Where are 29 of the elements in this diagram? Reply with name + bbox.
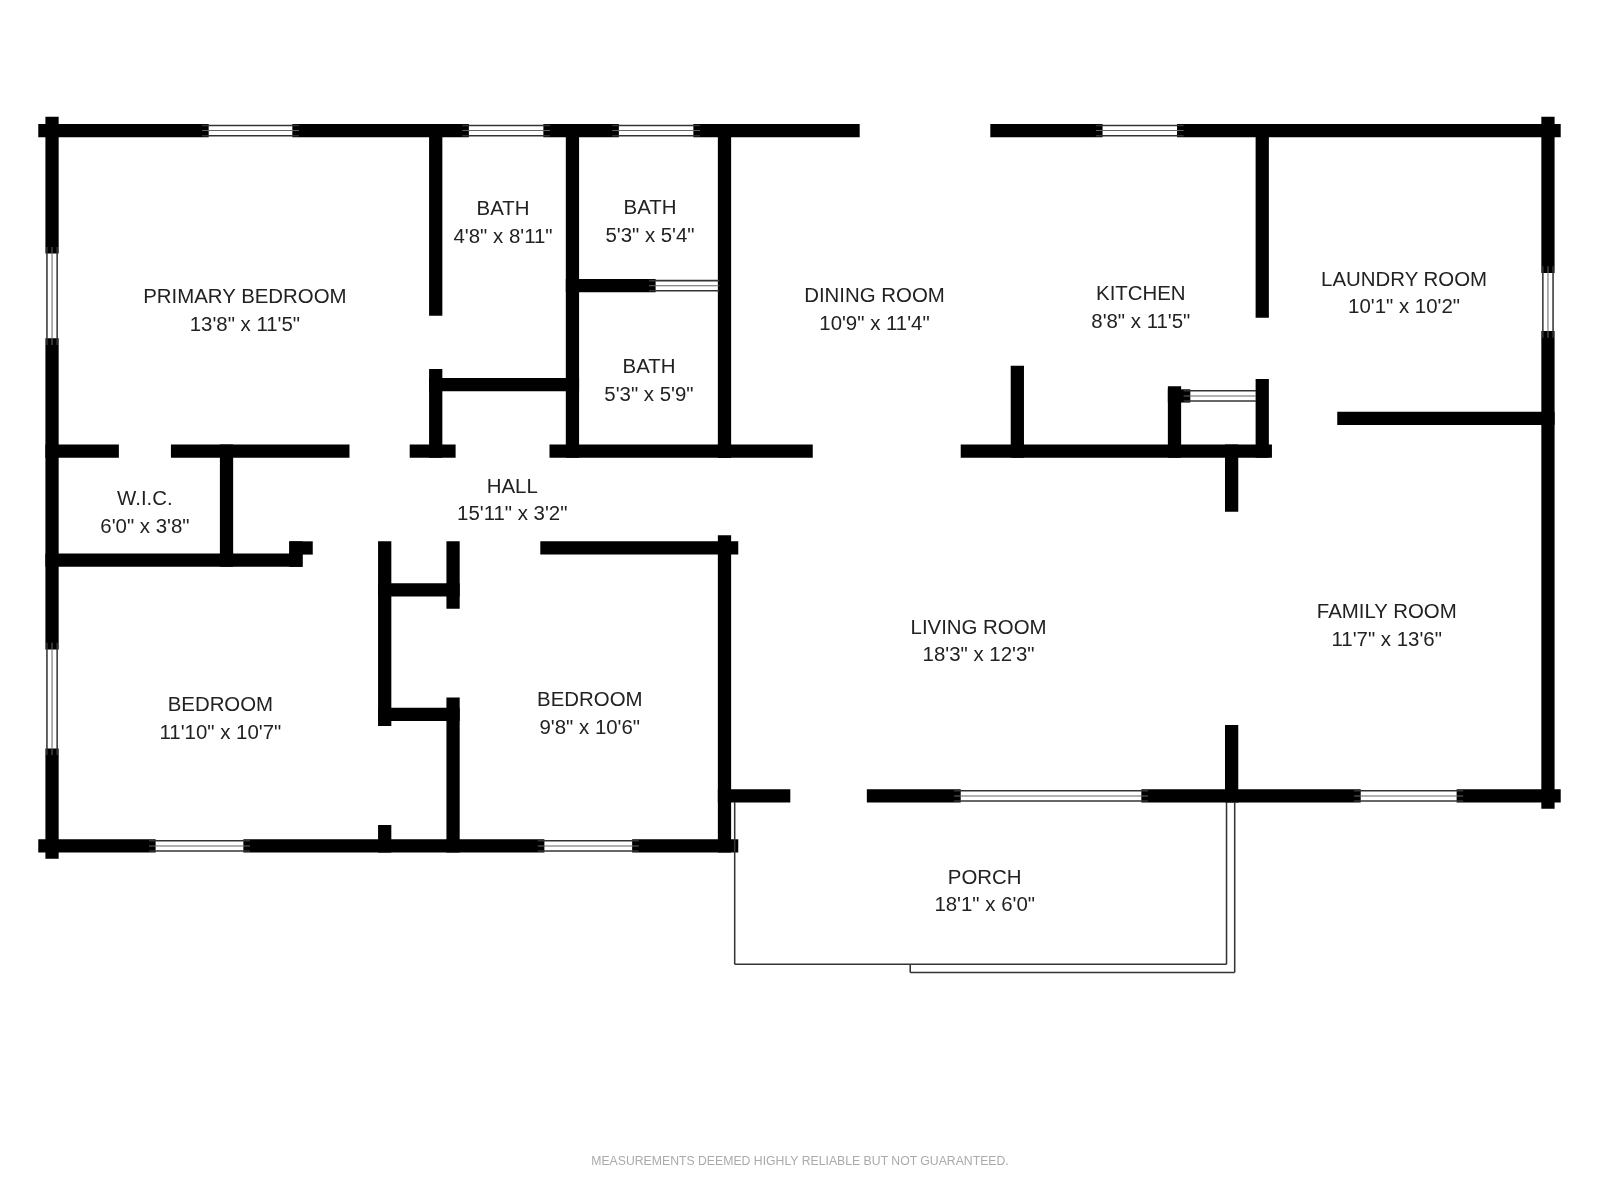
- room-dimensions: 10'9" x 11'4": [818, 310, 931, 336]
- room-name: HALL: [485, 473, 539, 499]
- room-name: BEDROOM: [166, 691, 275, 718]
- room-dimensions: 11'7" x 13'6": [1330, 626, 1443, 652]
- room-name: BATH: [621, 354, 677, 380]
- room-dimensions: 11'10" x 10'7": [159, 719, 282, 745]
- room-name: LAUNDRY ROOM: [1321, 266, 1488, 292]
- room-name: W.I.C.: [116, 485, 174, 512]
- room-name: BATH: [622, 194, 678, 221]
- room-dimensions: 18'3" x 12'3": [921, 641, 1036, 668]
- room-name: PRIMARY BEDROOM: [143, 283, 347, 310]
- room-dimensions: 9'8" x 10'6": [538, 714, 642, 740]
- room-dimensions: 18'1" x 6'0": [934, 891, 1035, 918]
- room-dimensions: 5'3" x 5'4": [605, 222, 695, 248]
- room-name: LIVING ROOM: [910, 614, 1047, 640]
- room-dimensions: 8'8" x 11'5": [1091, 308, 1191, 334]
- room-name: BEDROOM: [537, 686, 643, 713]
- room-name: KITCHEN: [1095, 280, 1187, 307]
- room-dimensions: 10'1" x 10'2": [1347, 293, 1462, 320]
- room-dimensions: 6'0" x 3'8": [100, 513, 190, 539]
- room-name: FAMILY ROOM: [1316, 599, 1457, 625]
- room-dimensions: 4'8" x 8'11": [453, 223, 553, 249]
- disclaimer-note: MEASUREMENTS DEEMED HIGHLY RELIABLE BUT NOT GUARANTEED.: [591, 1154, 1009, 1169]
- room-dimensions: 15'11" x 3'2": [457, 501, 568, 527]
- room-name: BATH: [475, 195, 531, 222]
- room-dimensions: 5'3" x 5'9": [604, 381, 694, 408]
- room-name: DINING ROOM: [804, 282, 945, 309]
- room-dimensions: 13'8" x 11'5": [188, 311, 302, 337]
- room-name: PORCH: [946, 864, 1023, 890]
